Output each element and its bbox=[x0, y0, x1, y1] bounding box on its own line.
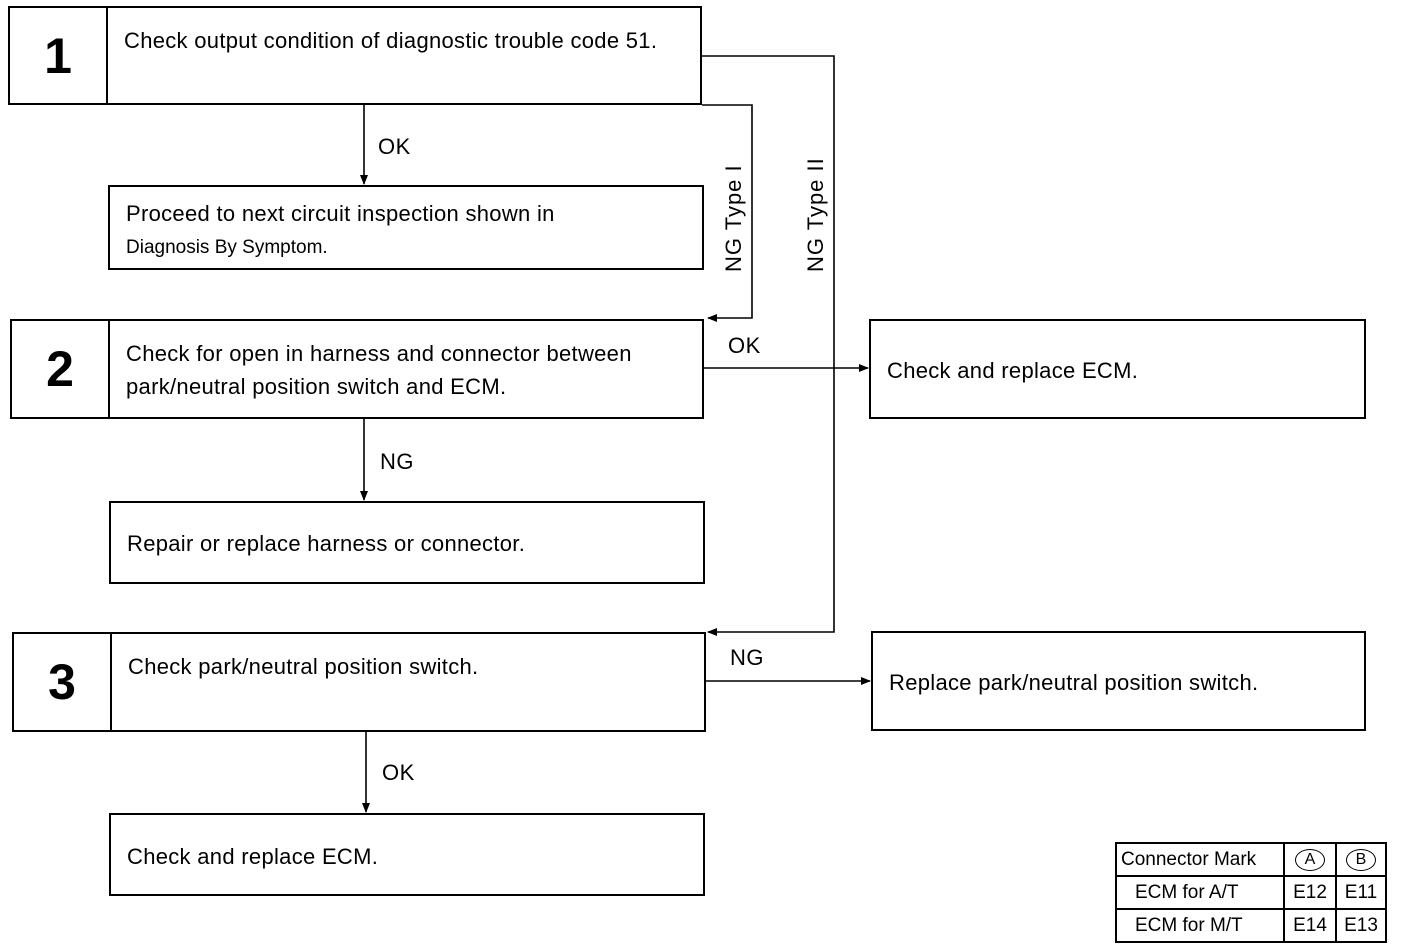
connector-mark-b: B bbox=[1346, 849, 1376, 871]
replace-ecm-text-2: Check and replace ECM. bbox=[127, 844, 379, 869]
replace-ecm-text-1: Check and replace ECM. bbox=[887, 358, 1139, 383]
step-1-text: Check output condition of diagnostic tro… bbox=[124, 28, 658, 53]
label-ok-2: OK bbox=[728, 333, 761, 358]
step-2-number: 2 bbox=[12, 321, 110, 417]
step-2-box: 2 Check for open in harness and connecto… bbox=[10, 319, 704, 419]
step-1-number: 1 bbox=[10, 8, 108, 103]
connector-header-label: Connector Mark bbox=[1115, 842, 1285, 877]
next-inspection-line1: Proceed to next circuit inspection shown… bbox=[126, 201, 555, 226]
connector-col-a: A bbox=[1283, 842, 1337, 877]
arrow-ng-type-1 bbox=[702, 104, 753, 322]
label-ng-2: NG bbox=[380, 449, 414, 474]
connector-row-label: ECM for A/T bbox=[1115, 875, 1285, 910]
connector-row-a: E14 bbox=[1283, 908, 1337, 943]
replace-switch-text: Replace park/neutral position switch. bbox=[889, 670, 1259, 695]
repair-harness-box: Repair or replace harness or connector. bbox=[109, 501, 705, 584]
replace-ecm-box-2: Check and replace ECM. bbox=[109, 813, 705, 896]
next-inspection-box: Proceed to next circuit inspection shown… bbox=[108, 185, 704, 270]
label-ok-1: OK bbox=[378, 134, 411, 159]
replace-ecm-box-1: Check and replace ECM. bbox=[869, 319, 1366, 419]
arrow-ng-type-2 bbox=[702, 55, 835, 636]
connector-row-a: E12 bbox=[1283, 875, 1337, 910]
connector-row: ECM for A/T E12 E11 bbox=[1115, 875, 1387, 910]
connector-row-b: E13 bbox=[1335, 908, 1387, 943]
label-ng-3: NG bbox=[730, 645, 764, 670]
label-ng-type-1: NG Type I bbox=[721, 164, 746, 272]
step-3-text: Check park/neutral position switch. bbox=[128, 654, 479, 679]
connector-col-b: B bbox=[1335, 842, 1387, 877]
connector-row-label: ECM for M/T bbox=[1115, 908, 1285, 943]
step-3-box: 3 Check park/neutral position switch. bbox=[12, 632, 706, 732]
connector-mark-table: Connector Mark A B ECM for A/T E12 E11 E… bbox=[1115, 842, 1387, 943]
label-ok-3: OK bbox=[382, 760, 415, 785]
connector-row-b: E11 bbox=[1335, 875, 1387, 910]
repair-harness-text: Repair or replace harness or connector. bbox=[127, 531, 526, 556]
connector-row: ECM for M/T E14 E13 bbox=[1115, 908, 1387, 943]
step-3-number: 3 bbox=[14, 634, 112, 730]
connector-mark-a: A bbox=[1295, 849, 1325, 871]
step-2-text: Check for open in harness and connector … bbox=[126, 341, 632, 399]
step-1-box: 1 Check output condition of diagnostic t… bbox=[8, 6, 702, 105]
connector-header-row: Connector Mark A B bbox=[1115, 842, 1387, 877]
replace-switch-box: Replace park/neutral position switch. bbox=[871, 631, 1366, 731]
label-ng-type-2: NG Type II bbox=[803, 157, 828, 272]
next-inspection-line2: Diagnosis By Symptom. bbox=[126, 237, 328, 258]
